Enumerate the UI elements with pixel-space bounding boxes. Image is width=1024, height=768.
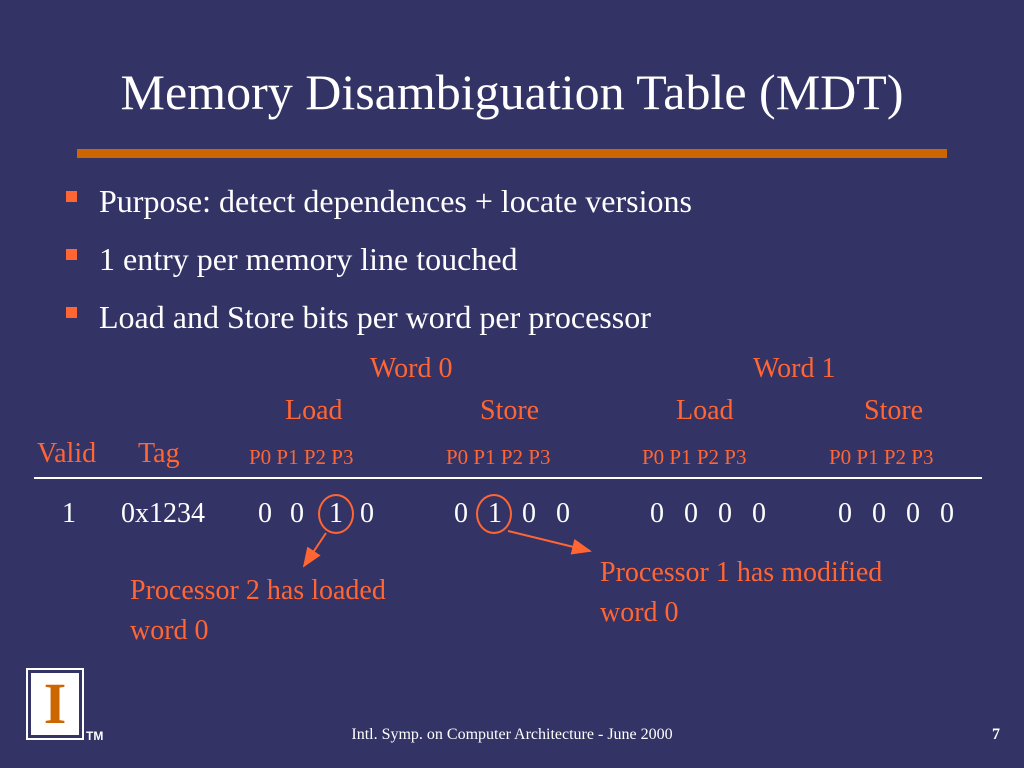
bullet-item: 1 entry per memory line touched — [66, 239, 518, 279]
tag-cell: 0x1234 — [121, 498, 205, 529]
w1-store-p2-cell: 0 — [906, 498, 920, 529]
w0-load-header: Load — [285, 395, 343, 426]
w0-load-p3-cell: 0 — [360, 498, 374, 529]
w0-load-proc-header: P0 P1 P2 P3 — [249, 445, 354, 469]
tag-column-header: Tag — [138, 438, 180, 469]
w0-store-p0-cell: 0 — [454, 498, 468, 529]
valid-cell: 1 — [62, 498, 76, 529]
w1-store-header: Store — [864, 395, 924, 426]
w1-store-p0-cell: 0 — [838, 498, 852, 529]
w1-store-p1-cell: 0 — [872, 498, 886, 529]
w0-load-p1-cell: 0 — [290, 498, 304, 529]
bullet-item: Load and Store bits per word per process… — [66, 297, 651, 337]
word-0-header: Word 0 — [370, 353, 453, 384]
w0-store-p2-cell: 0 — [522, 498, 536, 529]
university-logo-letter: I — [43, 671, 67, 736]
w1-load-p0-cell: 0 — [650, 498, 664, 529]
w1-store-p3-cell: 0 — [940, 498, 954, 529]
highlight-circle-load-p2 — [318, 494, 354, 534]
annotation-load-line1: Processor 2 has loaded — [130, 575, 386, 606]
bullet-item: Purpose: detect dependences + locate ver… — [66, 181, 692, 221]
table-header-divider — [34, 477, 982, 479]
arrow-to-store-note — [507, 530, 592, 555]
w1-load-p3-cell: 0 — [752, 498, 766, 529]
w1-load-proc-header: P0 P1 P2 P3 — [642, 445, 747, 469]
title-divider — [77, 149, 947, 158]
w0-store-header: Store — [480, 395, 540, 426]
bullet-text: 1 entry per memory line touched — [99, 241, 518, 277]
annotation-store-line1: Processor 1 has modified — [600, 557, 883, 588]
arrow-to-load-note — [302, 532, 327, 568]
square-bullet-icon — [66, 307, 77, 319]
valid-column-header: Valid — [37, 438, 97, 469]
word-1-header: Word 1 — [753, 353, 836, 384]
w1-load-p1-cell: 0 — [684, 498, 698, 529]
page-number: 7 — [992, 726, 1000, 743]
trademark-mark: TM — [86, 729, 104, 743]
slide-title: Memory Disambiguation Table (MDT) — [120, 64, 904, 120]
w1-load-header: Load — [676, 395, 734, 426]
w1-load-p2-cell: 0 — [718, 498, 732, 529]
bullet-text: Purpose: detect dependences + locate ver… — [99, 183, 692, 219]
annotation-load-line2: word 0 — [130, 615, 209, 646]
footer-conference: Intl. Symp. on Computer Architecture - J… — [351, 726, 673, 743]
highlight-circle-store-p1 — [476, 494, 512, 534]
square-bullet-icon — [66, 249, 77, 261]
annotation-store-line2: word 0 — [600, 597, 679, 628]
w0-load-p0-cell: 0 — [258, 498, 272, 529]
square-bullet-icon — [66, 191, 77, 203]
w0-store-proc-header: P0 P1 P2 P3 — [446, 445, 551, 469]
bullet-text: Load and Store bits per word per process… — [99, 299, 651, 335]
w0-store-p3-cell: 0 — [556, 498, 570, 529]
university-logo-icon — [31, 673, 79, 735]
w1-store-proc-header: P0 P1 P2 P3 — [829, 445, 934, 469]
